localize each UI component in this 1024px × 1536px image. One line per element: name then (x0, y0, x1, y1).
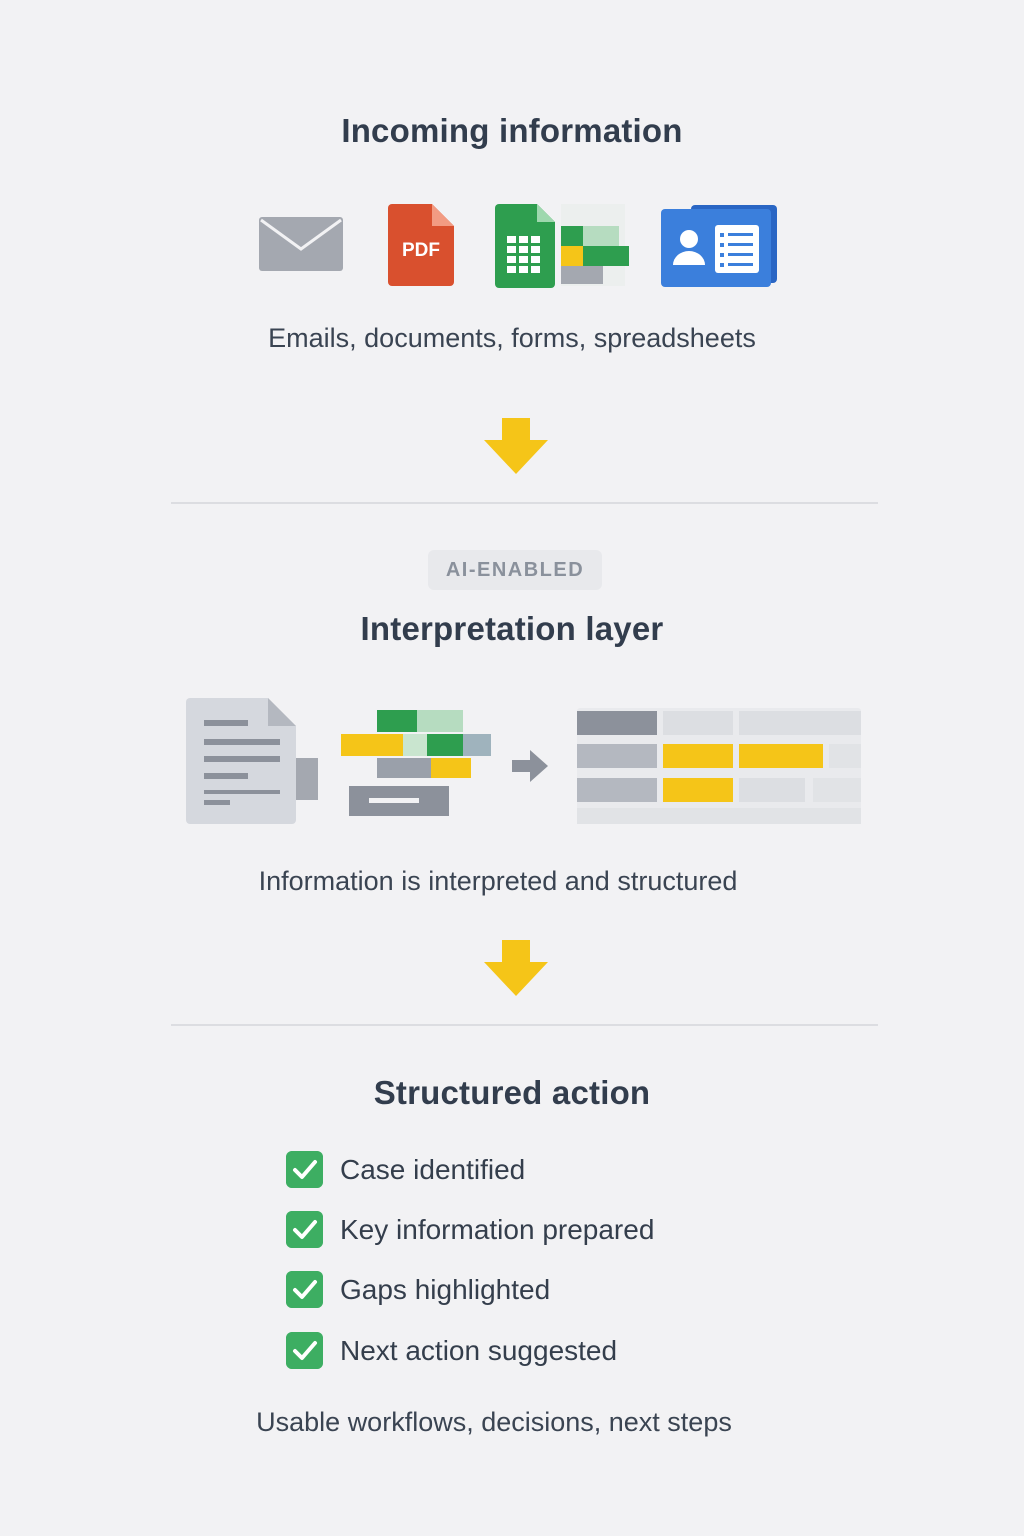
divider-bottom (171, 1024, 878, 1026)
structured-table-icon (577, 708, 861, 824)
checklist-label: Next action suggested (340, 1335, 618, 1366)
checkmark-icon (286, 1271, 323, 1308)
incoming-title: Incoming information (341, 112, 683, 149)
contact-form-icon (661, 205, 777, 287)
interpretation-title: Interpretation layer (360, 610, 664, 647)
arrow-right-icon (512, 750, 548, 782)
action-caption: Usable workflows, decisions, next steps (256, 1407, 732, 1437)
checklist-label: Case identified (340, 1154, 526, 1185)
incoming-caption: Emails, documents, forms, spreadsheets (268, 323, 756, 353)
checklist-label: Key information prepared (340, 1214, 655, 1245)
arrow-down-icon (484, 418, 548, 474)
checkmark-icon (286, 1211, 323, 1248)
spreadsheet-icon (495, 204, 629, 288)
checkmark-icon (286, 1332, 323, 1369)
arrow-down-icon (484, 940, 548, 996)
ai-badge: AI-ENABLED (428, 550, 602, 590)
action-title: Structured action (373, 1074, 651, 1111)
data-blocks-icon (341, 710, 491, 816)
envelope-icon (259, 217, 343, 271)
interpretation-caption: Information is interpreted and structure… (258, 866, 738, 896)
divider-top (171, 502, 878, 504)
pdf-document-icon: PDF (388, 204, 454, 286)
pdf-label: PDF (402, 240, 440, 261)
checkmark-icon (286, 1151, 323, 1188)
document-icon (186, 698, 318, 824)
checklist-label: Gaps highlighted (340, 1274, 551, 1305)
